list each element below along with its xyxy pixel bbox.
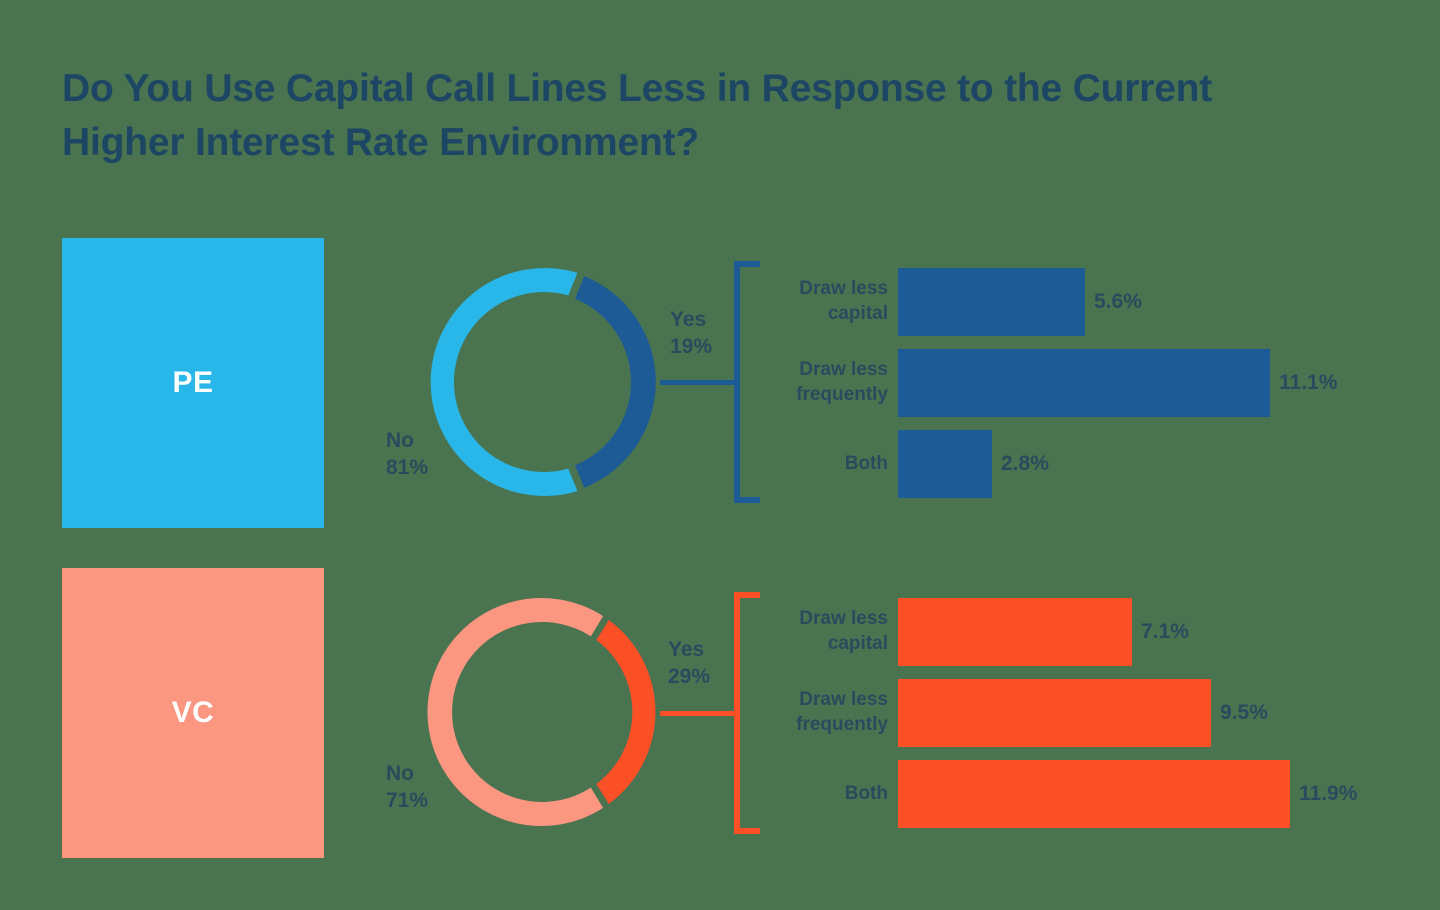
bracket-cap-top-vc [734, 592, 760, 598]
donut-label-pe-yes: Yes 19% [670, 307, 712, 361]
bar-label: Both [844, 452, 888, 474]
bracket-cap-bottom-vc [734, 828, 760, 834]
donut-slice-pe-yes [575, 276, 656, 488]
bar-label: Draw less frequently [796, 689, 888, 735]
page-title: Do You Use Capital Call Lines Less in Re… [62, 67, 1213, 164]
category-label-pe: PE [172, 366, 214, 399]
bar-value: 11.1% [1279, 371, 1338, 394]
bar-value: 7.1% [1141, 620, 1189, 643]
bar-track: 2.8% [898, 430, 1402, 498]
bar-label: Both [844, 782, 888, 804]
connector-line-pe [660, 380, 738, 385]
bar-row: Draw less frequently 9.5% [762, 679, 1402, 747]
donut-slice-pe-no [430, 268, 578, 496]
bar-label: Draw less capital [799, 608, 888, 654]
bar-chart-pe: Draw less capital 5.6% Draw less frequen… [762, 268, 1402, 498]
bracket-vc [734, 592, 760, 834]
donut-slice-vc-no [427, 598, 604, 826]
bar-fill [898, 598, 1132, 666]
connector-line-vc [660, 711, 738, 716]
donut-label-vc-no: No 71% [386, 761, 428, 815]
donut-chart-pe [425, 262, 665, 502]
bar-label: Draw less capital [799, 278, 888, 324]
donut-label-pe-yes-value: 19% [670, 334, 713, 358]
bar-value: 5.6% [1094, 290, 1142, 313]
bar-fill [898, 349, 1270, 417]
donut-label-pe-no: No 81% [386, 428, 428, 482]
bracket-spine-pe [734, 261, 740, 503]
bar-track: 11.1% [898, 349, 1402, 417]
bar-fill [898, 760, 1290, 828]
bracket-spine-vc [734, 592, 740, 834]
bar-row: Both 11.9% [762, 760, 1402, 828]
donut-label-vc-yes-text: Yes [668, 638, 705, 661]
bar-row: Draw less frequently 11.1% [762, 349, 1402, 417]
donut-label-vc-yes: Yes 29% [668, 637, 710, 691]
donut-label-pe-yes-text: Yes [670, 308, 707, 331]
bar-row: Draw less capital 5.6% [762, 268, 1402, 336]
bar-track: 5.6% [898, 268, 1402, 336]
bar-row: Draw less capital 7.1% [762, 598, 1402, 666]
bracket-cap-top-pe [734, 261, 760, 267]
donut-label-pe-no-text: No [386, 429, 414, 452]
bar-label: Draw less frequently [796, 359, 888, 405]
donut-label-vc-yes-value: 29% [668, 664, 711, 688]
bar-row: Both 2.8% [762, 430, 1402, 498]
category-block-pe: PE [62, 238, 324, 528]
bar-value: 11.9% [1299, 782, 1358, 805]
bar-fill [898, 430, 992, 498]
bracket-pe [734, 261, 760, 503]
bar-chart-vc: Draw less capital 7.1% Draw less frequen… [762, 598, 1402, 828]
category-label-vc: VC [171, 696, 215, 729]
donut-slice-vc-yes [596, 620, 656, 804]
bar-fill [898, 679, 1211, 747]
bar-value: 2.8% [1001, 452, 1049, 475]
donut-label-vc-no-value: 71% [386, 788, 429, 812]
category-block-vc: VC [62, 568, 324, 858]
bar-fill [898, 268, 1085, 336]
donut-chart-vc [425, 592, 665, 832]
bar-track: 11.9% [898, 760, 1402, 828]
bar-track: 9.5% [898, 679, 1402, 747]
bar-track: 7.1% [898, 598, 1402, 666]
bar-value: 9.5% [1220, 701, 1268, 724]
bracket-cap-bottom-pe [734, 497, 760, 503]
donut-label-vc-no-text: No [386, 762, 414, 785]
donut-label-pe-no-value: 81% [386, 455, 429, 479]
